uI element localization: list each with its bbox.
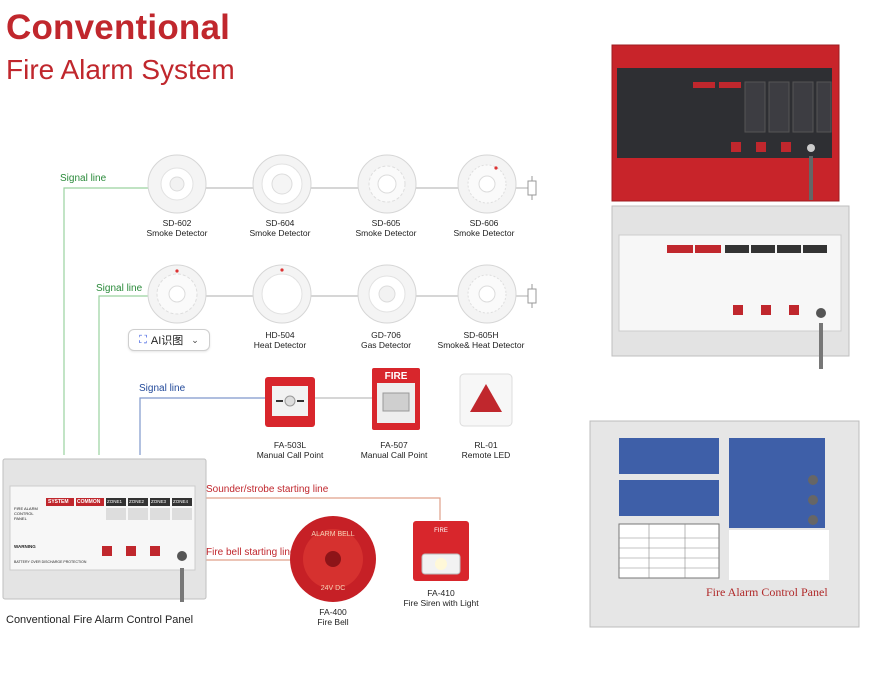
- smoke-detector-sd606-icon: [457, 154, 517, 214]
- gas-detector-gd706-icon: [357, 264, 417, 324]
- sounder-line-label: Sounder/strobe starting line: [206, 484, 329, 495]
- ai-scan-icon: ⛶: [139, 333, 147, 346]
- signal-line-label-1: Signal line: [60, 173, 107, 184]
- fire-sign-text: FIRE: [385, 371, 408, 382]
- signal-line-label-3: Signal line: [139, 383, 186, 394]
- bell-line-label: Fire bell starting line: [206, 547, 296, 558]
- right-panel-label: Fire Alarm Control Panel: [706, 585, 828, 599]
- smoke-detector-sd602-icon: [147, 154, 207, 214]
- signal-wire-3: [139, 397, 270, 455]
- panel-system-label: SYSTEM: [48, 499, 69, 505]
- manual-call-point-fa507-icon: FIRE: [372, 368, 420, 430]
- panel-common-label: COMMON: [77, 499, 101, 505]
- page-title: Conventional: [6, 8, 231, 47]
- smoke-detector-sd604-icon: [252, 154, 312, 214]
- four-zone-control-panel-image: [589, 420, 860, 628]
- detector-unlabeled-icon: [147, 264, 207, 324]
- signal-wire-1: [63, 187, 150, 455]
- gray-control-panel-image: [611, 205, 850, 369]
- page-subtitle: Fire Alarm System: [6, 54, 235, 85]
- smoke-heat-detector-sd605h-icon: [457, 264, 517, 324]
- siren-fire-text: FIRE: [434, 528, 448, 534]
- ai-recognize-chip[interactable]: ⛶ AI识图 ⌄: [128, 329, 210, 351]
- signal-line-label-2: Signal line: [96, 283, 143, 294]
- bell-top-text: ALARM BELL: [311, 531, 354, 538]
- heat-detector-hd504-icon: [252, 264, 312, 324]
- fire-siren-fa410-icon: FIRE: [413, 521, 469, 581]
- panel-title-label: FIRE ALARM CONTROL PANEL: [14, 506, 38, 521]
- eol-resistor-1: [527, 176, 537, 200]
- panel-zone3-label: ZONE3: [151, 499, 167, 504]
- remote-led-rl01-icon: [459, 373, 513, 427]
- eol-resistor-2: [527, 284, 537, 308]
- signal-wire-2: [98, 295, 150, 455]
- chevron-down-icon: ⌄: [191, 334, 199, 345]
- ai-chip-label: AI识图: [150, 335, 184, 347]
- panel-zone1-label: ZONE1: [107, 499, 123, 504]
- manual-call-point-fa503l-icon: [265, 377, 315, 427]
- control-panel-caption: Conventional Fire Alarm Control Panel: [6, 614, 194, 626]
- fire-bell-fa400-icon: ALARM BELL 24V DC: [290, 516, 376, 602]
- panel-zone4-label: ZONE4: [173, 499, 189, 504]
- red-control-panel-image: [611, 44, 840, 202]
- sounder-wire: [205, 497, 441, 520]
- panel-battery-label: BATTERY OVER DISCHARGE PROTECTION: [14, 560, 87, 564]
- panel-zone2-label: ZONE2: [129, 499, 145, 504]
- panel-warning-label: WARNING: [14, 544, 36, 549]
- smoke-detector-sd605-icon: [357, 154, 417, 214]
- bell-bottom-text: 24V DC: [321, 585, 346, 592]
- control-panel-illustration: [2, 458, 207, 602]
